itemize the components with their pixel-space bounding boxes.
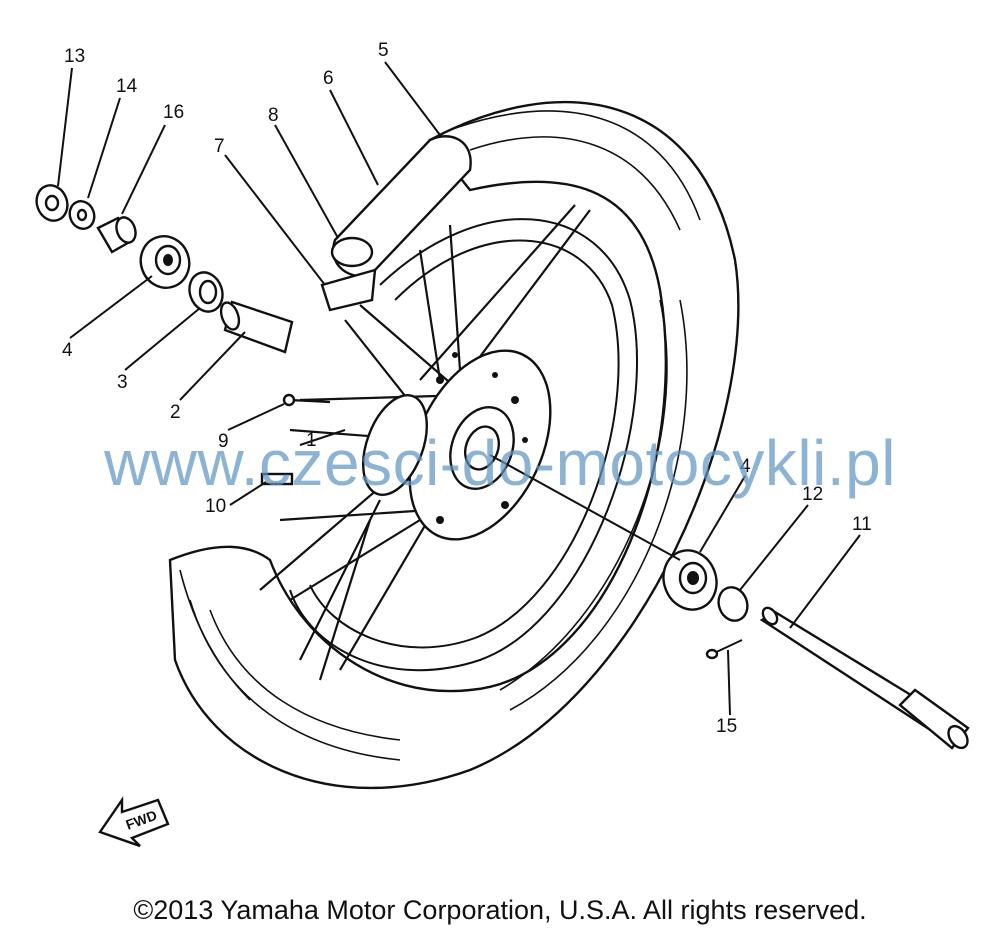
part-4-bearing-right bbox=[662, 549, 718, 611]
callout-12: 12 bbox=[802, 484, 823, 505]
hub-and-brake-disc bbox=[362, 349, 552, 541]
fwd-arrow: FWD bbox=[98, 796, 170, 848]
callout-9: 9 bbox=[218, 431, 229, 452]
part-15-cotter-pin bbox=[705, 639, 743, 660]
part-13-nut bbox=[35, 184, 69, 222]
callout-7: 7 bbox=[214, 136, 225, 157]
callout-3: 3 bbox=[117, 372, 128, 393]
part-4-bearing-left bbox=[139, 235, 191, 289]
callout-6: 6 bbox=[323, 68, 334, 89]
callout-11: 11 bbox=[852, 514, 872, 535]
callout-14: 14 bbox=[116, 76, 138, 97]
callout-4-left: 4 bbox=[62, 340, 73, 361]
tire bbox=[168, 101, 740, 790]
callout-1: 1 bbox=[306, 430, 317, 451]
copyright-notice: ©2013 Yamaha Motor Corporation, U.S.A. A… bbox=[133, 895, 867, 925]
callout-16: 16 bbox=[163, 102, 184, 123]
callout-4-right: 4 bbox=[740, 456, 751, 477]
part-12-collar bbox=[717, 586, 749, 622]
part-14-washer bbox=[68, 200, 96, 230]
inner-tube-section bbox=[330, 135, 472, 278]
part-2-spacer bbox=[219, 300, 294, 354]
callout-5: 5 bbox=[378, 40, 389, 61]
leader-lines bbox=[57, 61, 861, 716]
part-10-spoke-nipple bbox=[260, 472, 294, 486]
callout-2: 2 bbox=[170, 402, 181, 423]
callout-10: 10 bbox=[205, 496, 226, 517]
rim bbox=[289, 218, 638, 672]
callout-numbers: 13 14 16 4 3 2 9 10 1 7 8 6 5 4 12 11 15 bbox=[62, 40, 872, 737]
part-3-oil-seal bbox=[188, 271, 224, 313]
part-11-axle bbox=[759, 606, 970, 750]
callout-8: 8 bbox=[268, 105, 279, 126]
axle-centerline bbox=[489, 454, 681, 561]
rim-band bbox=[320, 268, 377, 312]
part-16-collar bbox=[96, 216, 137, 254]
callout-15: 15 bbox=[716, 716, 737, 737]
part-9-spoke-nipple bbox=[282, 393, 331, 407]
watermark: www.czesci-do-motocykli.pl bbox=[104, 427, 896, 499]
callout-13: 13 bbox=[64, 46, 85, 67]
